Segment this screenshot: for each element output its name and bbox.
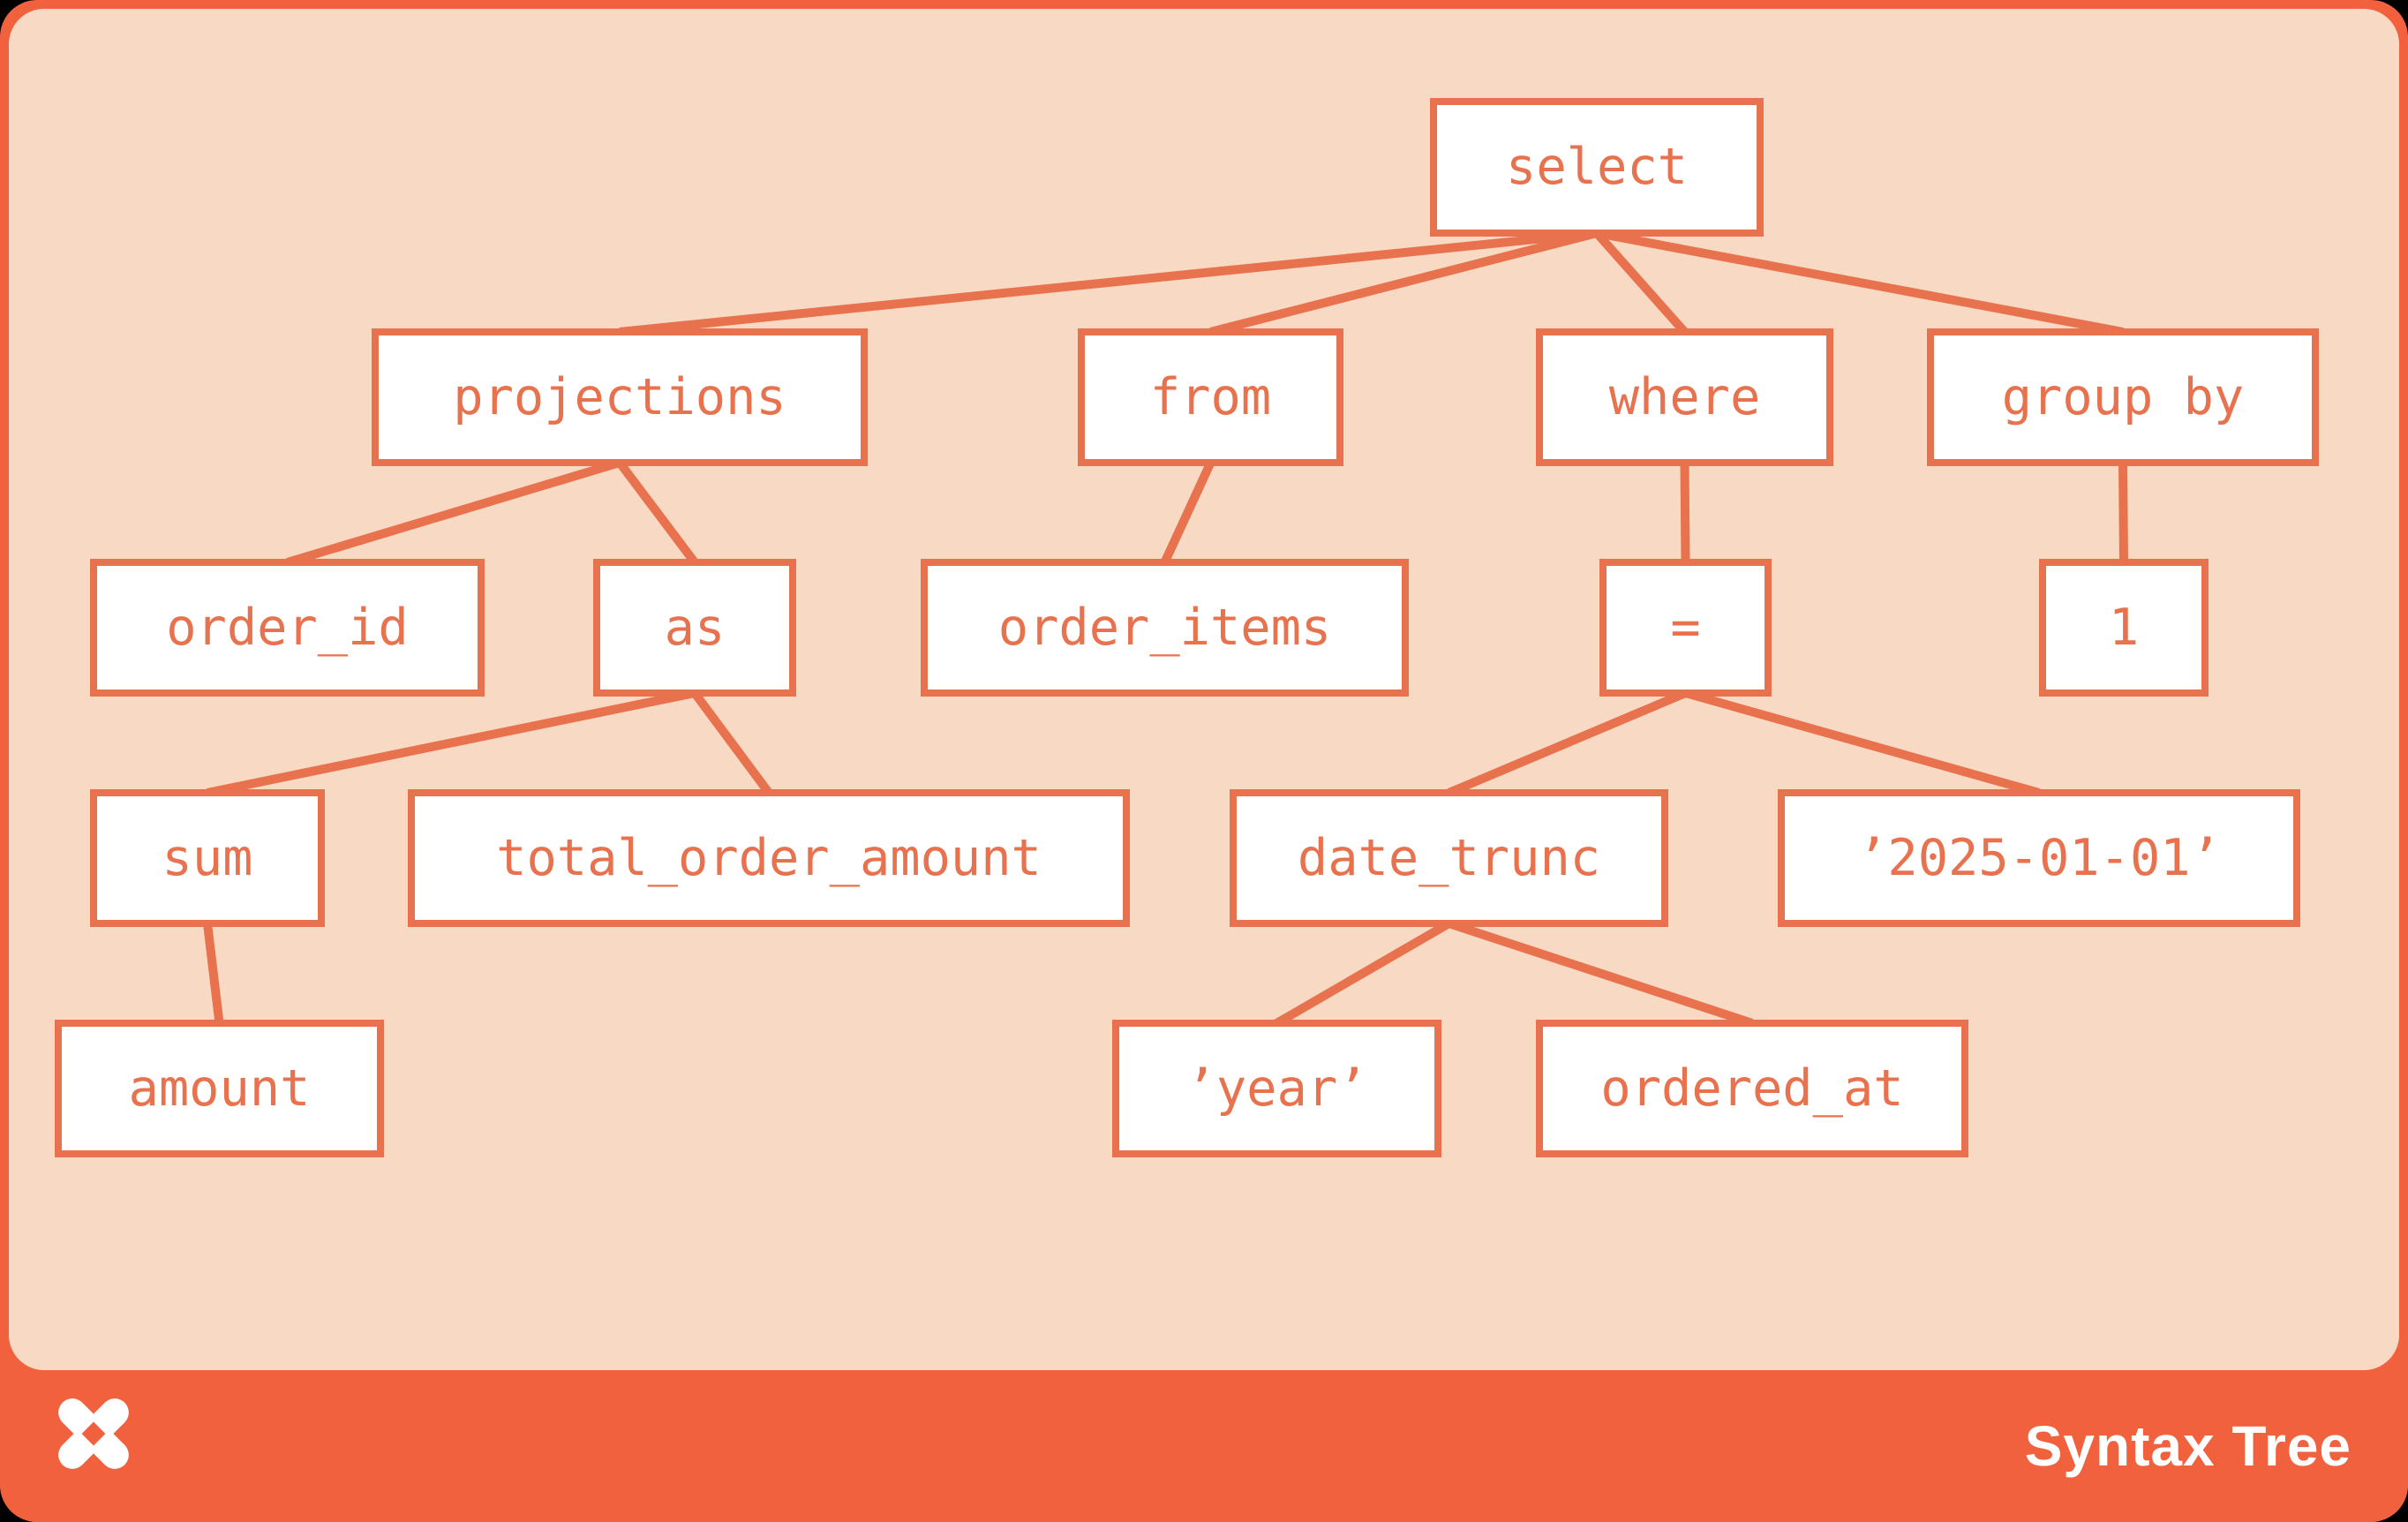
- tree-node-date-literal: ’2025-01-01’: [1778, 789, 2300, 927]
- tree-node-label: =: [1670, 598, 1701, 657]
- tree-node-projections: projections: [372, 328, 868, 466]
- pinwheel-x-logo: [58, 1398, 129, 1469]
- tree-node-where: where: [1536, 328, 1833, 466]
- tree-node-label: total_order_amount: [496, 828, 1042, 887]
- tree-node-label: projections: [453, 367, 786, 426]
- tree-node-label: ordered_at: [1600, 1059, 1904, 1118]
- tree-node-equals: =: [1599, 559, 1772, 697]
- tree-node-label: sum: [162, 828, 253, 887]
- footer-bar: Syntax Tree: [0, 1370, 2408, 1522]
- tree-node-label: group by: [2001, 367, 2245, 426]
- tree-node-label: as: [664, 598, 726, 657]
- tree-node-total-order-amount: total_order_amount: [408, 789, 1130, 927]
- tree-node-label: amount: [128, 1059, 311, 1118]
- tree-node-label: ’2025-01-01’: [1857, 828, 2221, 887]
- tree-node-label: date_trunc: [1297, 828, 1601, 887]
- tree-node-as: as: [593, 559, 796, 697]
- tree-node-label: select: [1506, 138, 1688, 196]
- tree-node-group-by: group by: [1927, 328, 2319, 466]
- tree-node-ordered-at: ordered_at: [1536, 1020, 1968, 1157]
- tree-node-label: order_id: [166, 598, 409, 657]
- tree-node-order-items: order_items: [921, 559, 1409, 697]
- tree-node-select: select: [1430, 98, 1764, 237]
- tree-node-label: 1: [2108, 598, 2140, 657]
- tree-node-label: ’year’: [1185, 1059, 1368, 1118]
- tree-node-label: from: [1149, 367, 1272, 426]
- tree-node-label: where: [1608, 367, 1761, 426]
- tree-node-label: order_items: [997, 598, 1332, 657]
- tree-node-date-trunc: date_trunc: [1230, 789, 1668, 927]
- tree-node-order-id: order_id: [90, 559, 485, 697]
- footer-title: Syntax Tree: [2024, 1414, 2352, 1478]
- tree-node-sum: sum: [90, 789, 325, 927]
- tree-node-amount: amount: [55, 1020, 384, 1157]
- tree-node-from: from: [1078, 328, 1343, 466]
- tree-node-one: 1: [2039, 559, 2209, 697]
- tree-node-year: ’year’: [1112, 1020, 1441, 1157]
